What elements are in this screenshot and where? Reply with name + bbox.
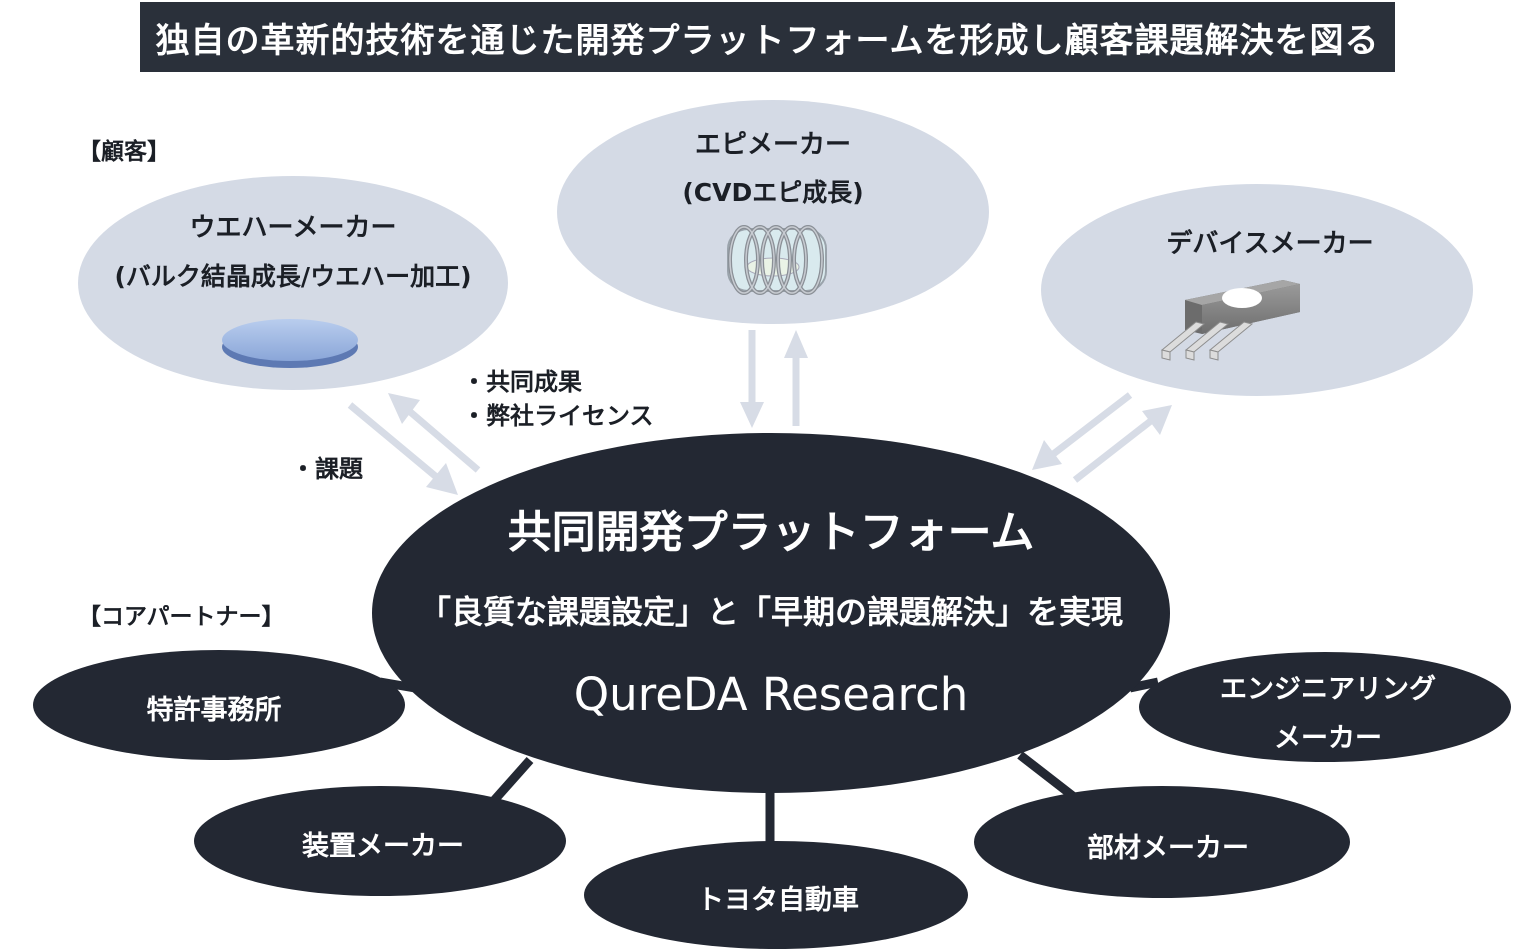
wafer-maker-ellipse — [78, 176, 508, 390]
toyota-ellipse — [584, 841, 968, 949]
partner-equipment-maker: 装置メーカー — [302, 831, 464, 862]
partner-patent-office: 特許事務所 — [146, 695, 282, 726]
partners-section-label: 【コアパートナー】 — [78, 604, 285, 630]
cvd-coil-icon — [727, 225, 827, 295]
header-banner: 独自の革新的技術を通じた開発プラットフォームを形成し顧客課題解決を図る — [140, 2, 1395, 72]
partner-toyota: トヨタ自動車 — [697, 885, 859, 916]
platform-title: 共同開発プラットフォーム — [507, 507, 1035, 558]
device-maker-name: デバイスメーカー — [1166, 229, 1374, 259]
epi-maker-name: エピメーカー — [694, 130, 852, 160]
patent-office-ellipse — [33, 650, 405, 760]
materials-maker-ellipse — [974, 786, 1350, 898]
flow-output-1: ・共同成果 — [462, 368, 582, 396]
banner-title: 独自の革新的技術を通じた開発プラットフォームを形成し顧客課題解決を図る — [155, 20, 1380, 61]
company-name: QureDA Research — [573, 668, 969, 721]
wafer-maker-name: ウエハーメーカー — [189, 213, 397, 243]
wafer-maker-sub: (バルク結晶成長/ウエハー加工) — [114, 262, 472, 291]
equipment-maker-ellipse — [194, 786, 566, 896]
partner-materials-maker: 部材メーカー — [1087, 833, 1249, 864]
wafer-icon — [222, 319, 358, 368]
flow-input: ・課題 — [291, 455, 363, 483]
epi-maker-ellipse — [557, 100, 989, 324]
flow-output-2: ・弊社ライセンス — [462, 402, 654, 430]
power-device-icon — [1160, 280, 1300, 361]
flow-arrows — [347, 330, 1172, 495]
epi-maker-sub: (CVDエピ成長) — [682, 178, 864, 207]
platform-ellipse — [372, 433, 1170, 793]
platform-subtitle: 「良質な課題設定」と「早期の課題解決」を実現 — [418, 593, 1124, 631]
partner-engineering-line2: メーカー — [1274, 723, 1382, 754]
engineering-maker-ellipse — [1139, 652, 1511, 762]
customers-section-label: 【顧客】 — [78, 139, 170, 165]
partner-engineering-line1: エンジニアリング — [1220, 674, 1436, 705]
